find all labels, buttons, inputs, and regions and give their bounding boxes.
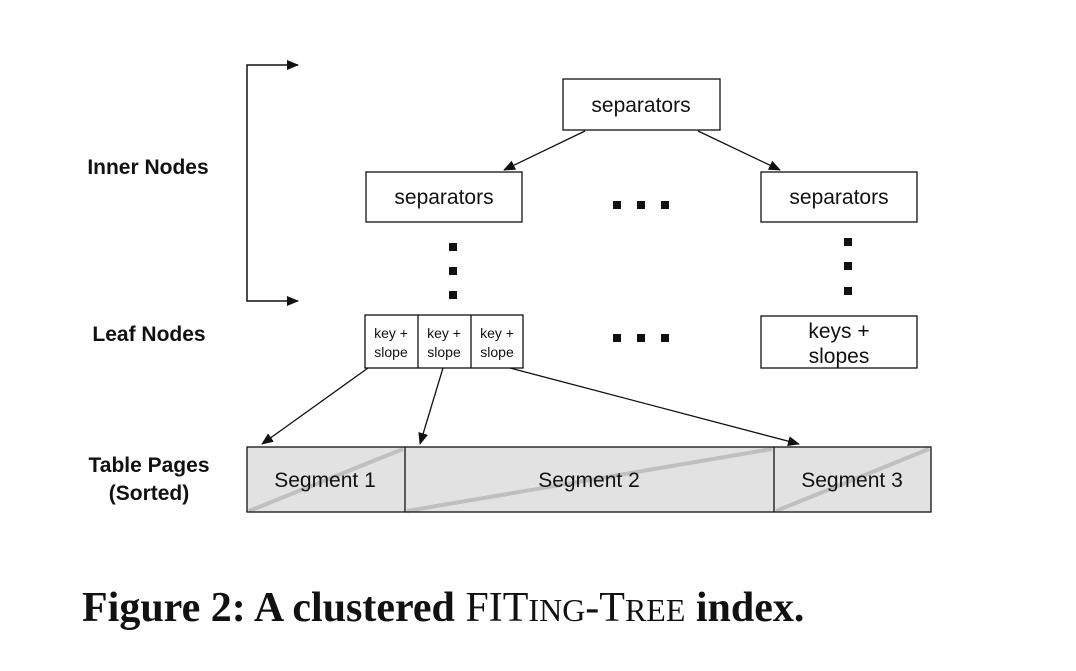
root-node: separators xyxy=(562,78,721,131)
root-node-label: separators xyxy=(591,94,690,117)
horizontal-ellipsis-inner xyxy=(613,201,669,209)
leaf-cell-2-slope: slope xyxy=(427,344,461,360)
figure-caption: Figure 2: A clustered FITING-TREE index. xyxy=(82,584,1042,632)
caption-dash: - xyxy=(585,585,600,631)
leaf-cell-1-slope: slope xyxy=(374,344,408,360)
caption-suffix: index. xyxy=(695,585,805,631)
segment-1-diagonal xyxy=(248,447,404,513)
inner-nodes-label: Inner Nodes xyxy=(87,156,208,179)
leaf-cell-2-key: key + xyxy=(427,325,461,341)
inner-node-left-label: separators xyxy=(394,186,493,209)
caption-prefix: Figure 2: A clustered xyxy=(82,585,455,631)
leaf-cell-3-slope: slope xyxy=(480,344,514,360)
table-pages: Segment 1 Segment 2 Segment 3 xyxy=(246,446,932,513)
table-pages-sorted-label: (Sorted) xyxy=(109,482,190,505)
vertical-ellipsis-right xyxy=(844,238,852,295)
caption-t: T xyxy=(599,585,625,631)
leaf-cell-1-key: key + xyxy=(374,325,408,341)
segment-1-label: Segment 1 xyxy=(274,469,376,492)
leaf-to-segment-3-arrow xyxy=(509,367,800,447)
leaf-node-right-line1: keys + xyxy=(808,320,869,343)
table-pages-label: Table Pages xyxy=(89,454,210,477)
leaf-node-right: keys + slopes xyxy=(760,315,918,369)
segment-3-label: Segment 3 xyxy=(801,469,903,492)
leaf-nodes-label: Leaf Nodes xyxy=(92,323,205,346)
vertical-ellipsis-left xyxy=(449,243,457,299)
leaf-to-segment-1-arrow xyxy=(261,367,369,445)
inner-node-right-label: separators xyxy=(789,186,888,209)
caption-ing: ING xyxy=(528,592,586,628)
leaf-cell-3-key: key + xyxy=(480,325,514,341)
segment-2-diagonal xyxy=(406,447,773,513)
root-to-right-arrow xyxy=(697,130,781,171)
inner-node-right: separators xyxy=(760,171,918,223)
segment-2-label: Segment 2 xyxy=(538,469,640,492)
leaf-node-left: key + slope key + slope key + slope xyxy=(364,314,524,369)
root-to-left-arrow xyxy=(503,130,586,171)
caption-ree: REE xyxy=(624,592,686,628)
leaf-node-right-line2: slopes xyxy=(809,345,870,368)
horizontal-ellipsis-leaf xyxy=(613,334,669,342)
inner-nodes-bracket xyxy=(246,60,299,306)
inner-node-left: separators xyxy=(365,171,523,223)
caption-fit: FIT xyxy=(465,585,529,631)
segment-3-diagonal xyxy=(775,447,930,513)
leaf-to-segment-2-arrow xyxy=(418,367,444,445)
